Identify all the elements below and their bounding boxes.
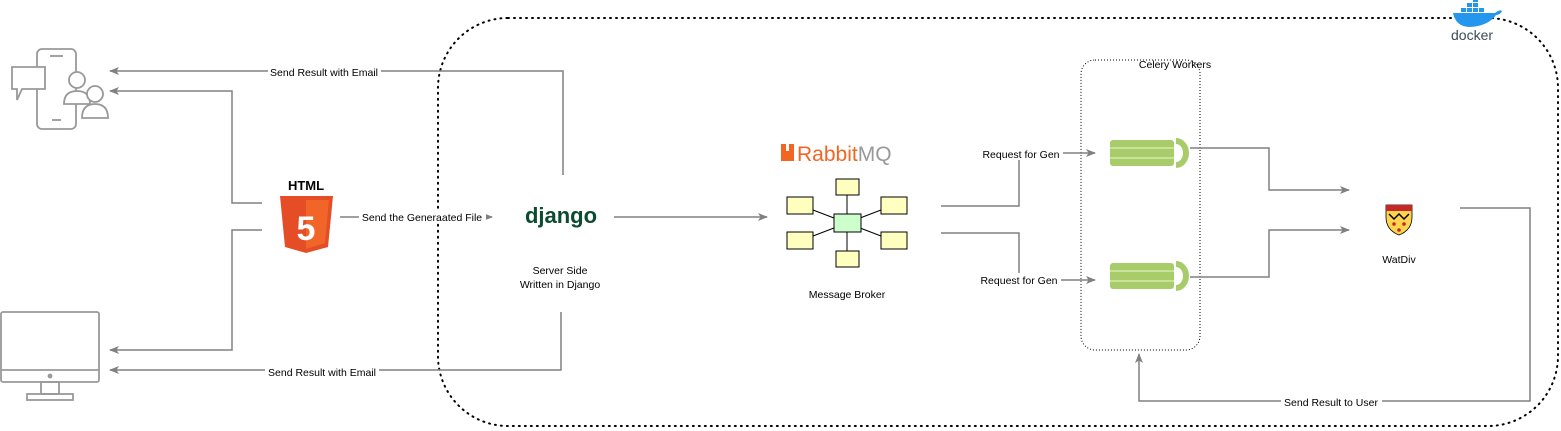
arrow-email-top xyxy=(109,67,564,175)
html5-title: HTML xyxy=(288,178,324,193)
celery-workers-group xyxy=(1080,59,1201,351)
label-send-email-bottom: Send Result with Email xyxy=(268,367,376,379)
arrow-worker-1-to-watdiv xyxy=(1190,147,1350,194)
docker-text: docker xyxy=(1451,27,1493,43)
mobile-users-icon xyxy=(11,48,109,130)
arrow-broker-to-worker-2 xyxy=(941,232,1096,284)
celery-worker-2-icon xyxy=(1110,261,1189,291)
arrow-result-to-user xyxy=(1135,207,1531,402)
message-broker-hub xyxy=(786,178,908,268)
server-side-line2: Written in Django xyxy=(520,279,601,291)
server-side-line1: Server Side xyxy=(533,265,588,277)
rabbitmq-wordmark-rabbit: Rabbit xyxy=(797,143,858,166)
html5-logo: HTML 5 xyxy=(280,178,333,253)
label-request-gen-2: Request for Gen xyxy=(980,275,1057,287)
django-wordmark: django xyxy=(525,203,597,228)
docker-boundary xyxy=(437,17,1559,427)
label-send-to-user: Send Result to User xyxy=(1284,397,1378,409)
rabbitmq-wordmark-mq: MQ xyxy=(858,143,892,166)
arrow-worker-2-to-watdiv xyxy=(1190,226,1350,278)
html5-digit: 5 xyxy=(297,210,316,248)
django-logo: django xyxy=(525,203,597,228)
celery-workers-label: Celery Workers xyxy=(1139,59,1211,71)
desktop-monitor-icon xyxy=(0,311,100,401)
rabbitmq-logo: RabbitMQ xyxy=(781,143,892,166)
arrow-html-to-mobile xyxy=(109,87,262,204)
rabbitmq-icon xyxy=(781,144,794,161)
arrow-html-to-desktop xyxy=(109,229,262,354)
docker-whale-icon xyxy=(1453,0,1502,28)
message-broker-label: Message Broker xyxy=(809,289,886,301)
watdiv-label: WatDiv xyxy=(1382,254,1416,266)
docker-logo: docker xyxy=(1451,0,1502,43)
label-send-file: Send the Generaated File xyxy=(362,212,482,224)
watdiv-crest-icon xyxy=(1385,204,1413,236)
label-request-gen-1: Request for Gen xyxy=(982,149,1059,161)
svg-text:RabbitMQ: RabbitMQ xyxy=(797,143,892,166)
celery-worker-1-icon xyxy=(1110,138,1189,168)
label-send-email-top: Send Result with Email xyxy=(270,67,378,79)
arrow-email-bottom xyxy=(109,312,562,374)
